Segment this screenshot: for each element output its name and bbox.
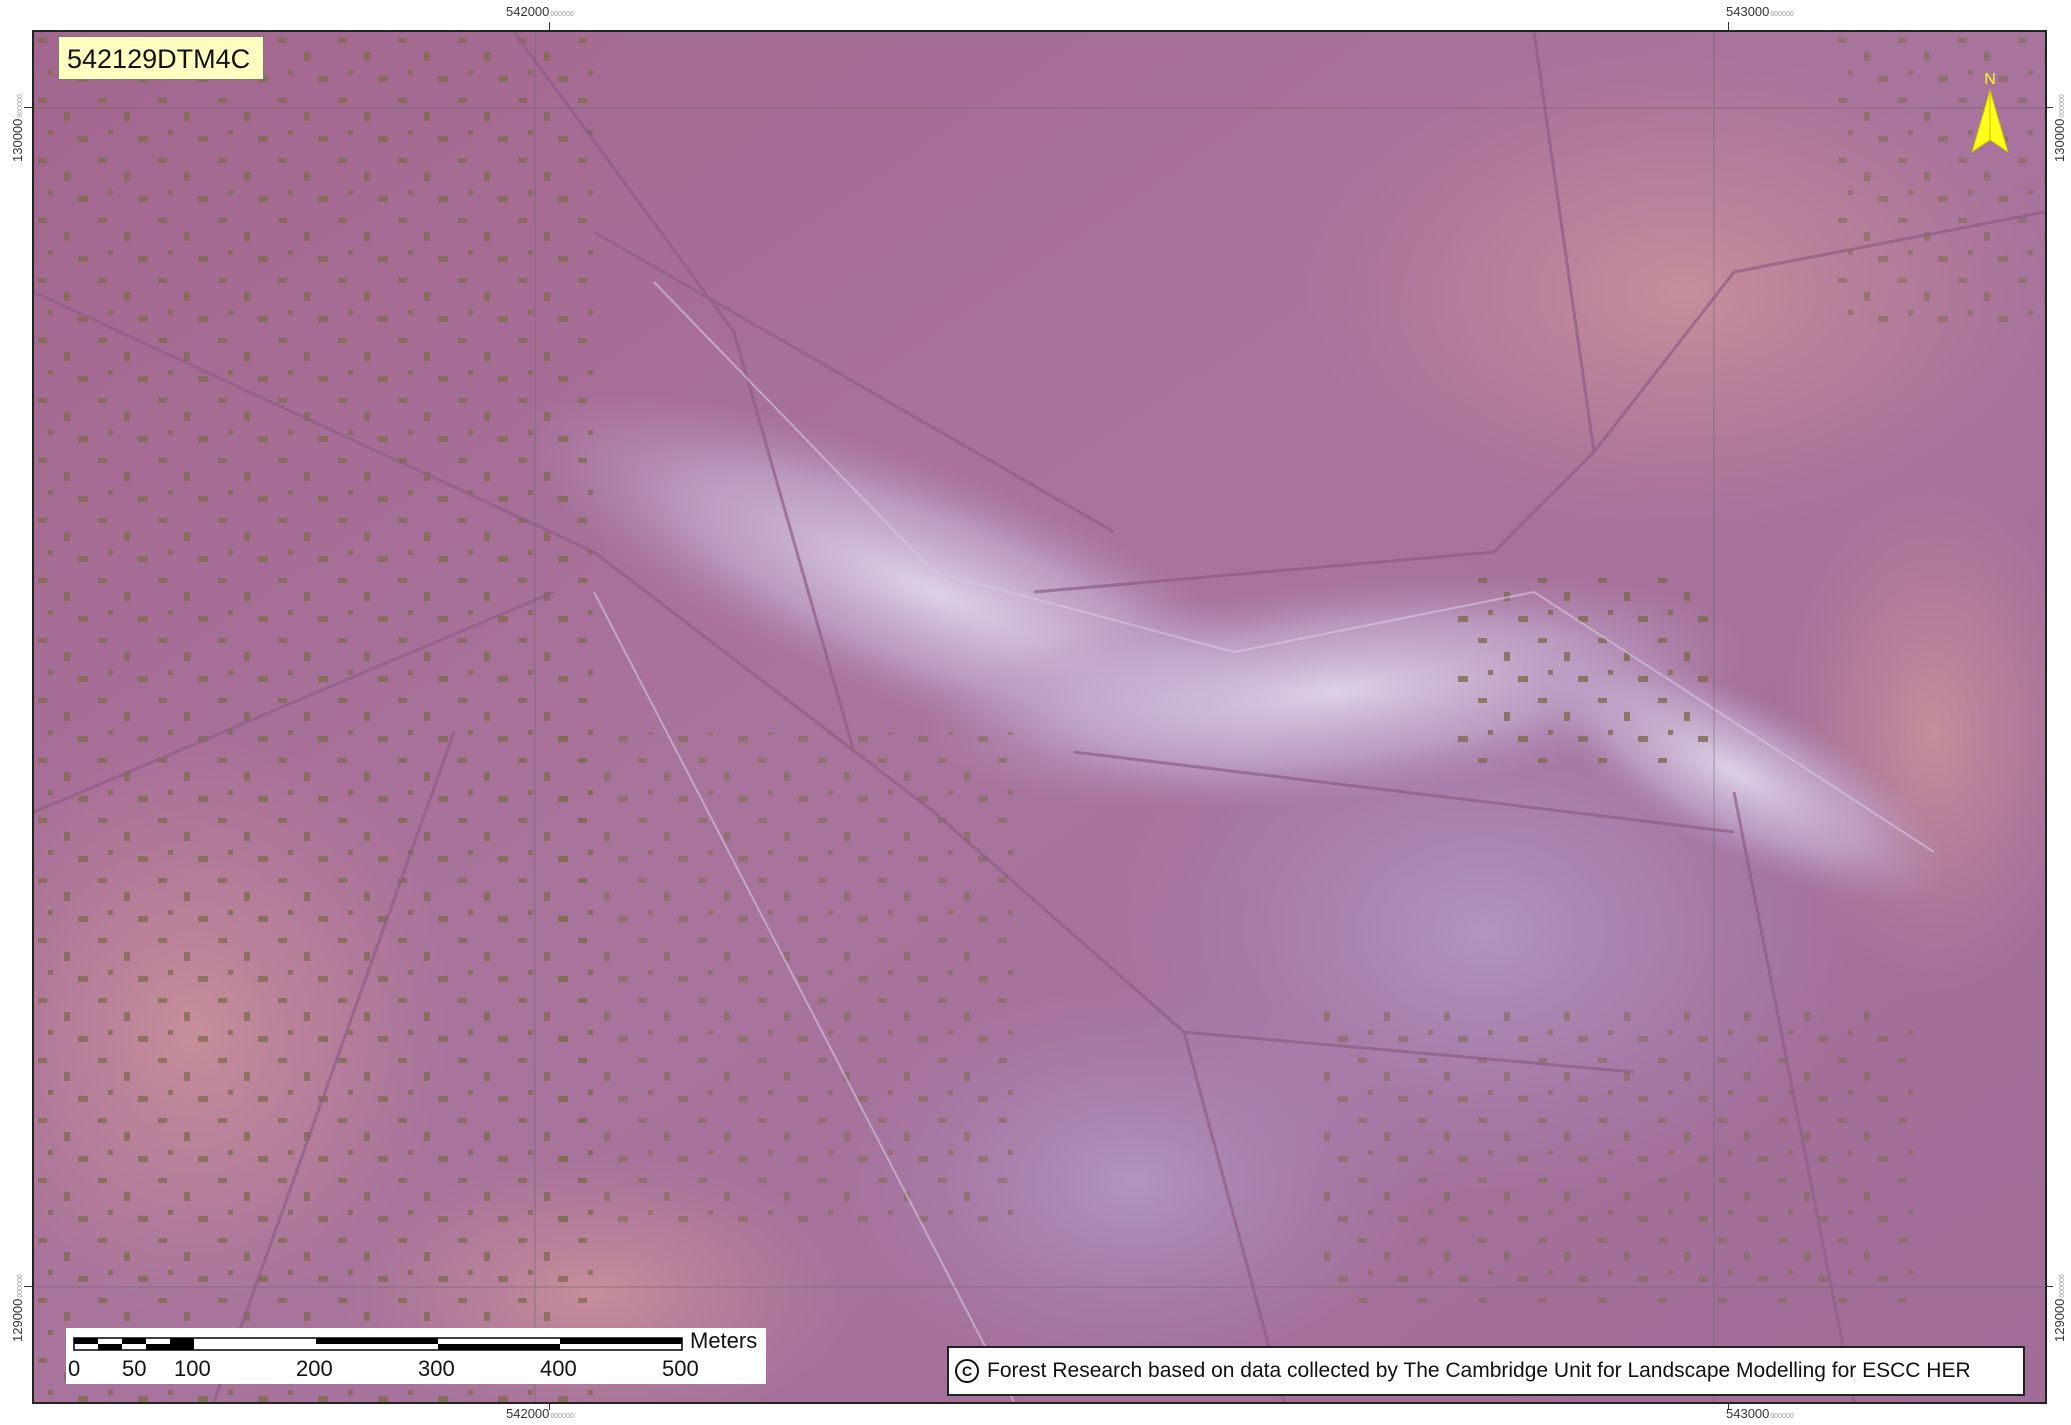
tick-right-1 <box>2045 107 2053 108</box>
lidar-relief <box>34 32 2045 1402</box>
tick-bottom-2 <box>1728 1402 1729 1410</box>
data-credit: C Forest Research based on data collected… <box>947 1346 2025 1396</box>
tick-top-1 <box>549 22 550 30</box>
scale-label-200: 200 <box>296 1356 333 1381</box>
easting-label-bottom-1: 542000000000 <box>506 1406 574 1421</box>
scale-label-50: 50 <box>122 1356 147 1381</box>
tick-left-2 <box>24 1286 32 1287</box>
tick-bottom-1 <box>549 1402 550 1410</box>
map-canvas[interactable] <box>32 30 2047 1404</box>
scale-bar-graphic <box>73 1337 683 1351</box>
easting-label-bottom-2: 543000000000 <box>1726 1406 1794 1421</box>
sheet-id-label: 542129DTM4C <box>58 36 264 80</box>
tick-right-2 <box>2045 1286 2053 1287</box>
scale-label-400: 400 <box>540 1356 577 1381</box>
north-arrow-icon: N <box>1960 60 2020 160</box>
easting-label-top-1: 542000000000 <box>506 4 574 19</box>
easting-label-top-2: 543000000000 <box>1726 4 1794 19</box>
tick-left-1 <box>24 107 32 108</box>
north-label: N <box>1984 71 1996 88</box>
copyright-icon: C <box>955 1359 979 1383</box>
scale-bar: Meters 0 50 100 200 300 400 500 <box>66 1328 766 1384</box>
scale-label-100: 100 <box>174 1356 211 1381</box>
scale-label-0: 0 <box>68 1356 81 1381</box>
scale-label-300: 300 <box>418 1356 455 1381</box>
scale-unit-label: Meters <box>690 1328 758 1353</box>
northing-label-right-2: 129000000000 <box>2052 1274 2067 1342</box>
credit-text: Forest Research based on data collected … <box>987 1359 1971 1382</box>
northing-label-left-1: 130000000000 <box>10 94 25 162</box>
northing-label-right-1: 130000000000 <box>2052 94 2067 162</box>
northing-label-left-2: 129000000000 <box>10 1274 25 1342</box>
tick-top-2 <box>1728 22 1729 30</box>
scale-label-500: 500 <box>662 1356 699 1381</box>
